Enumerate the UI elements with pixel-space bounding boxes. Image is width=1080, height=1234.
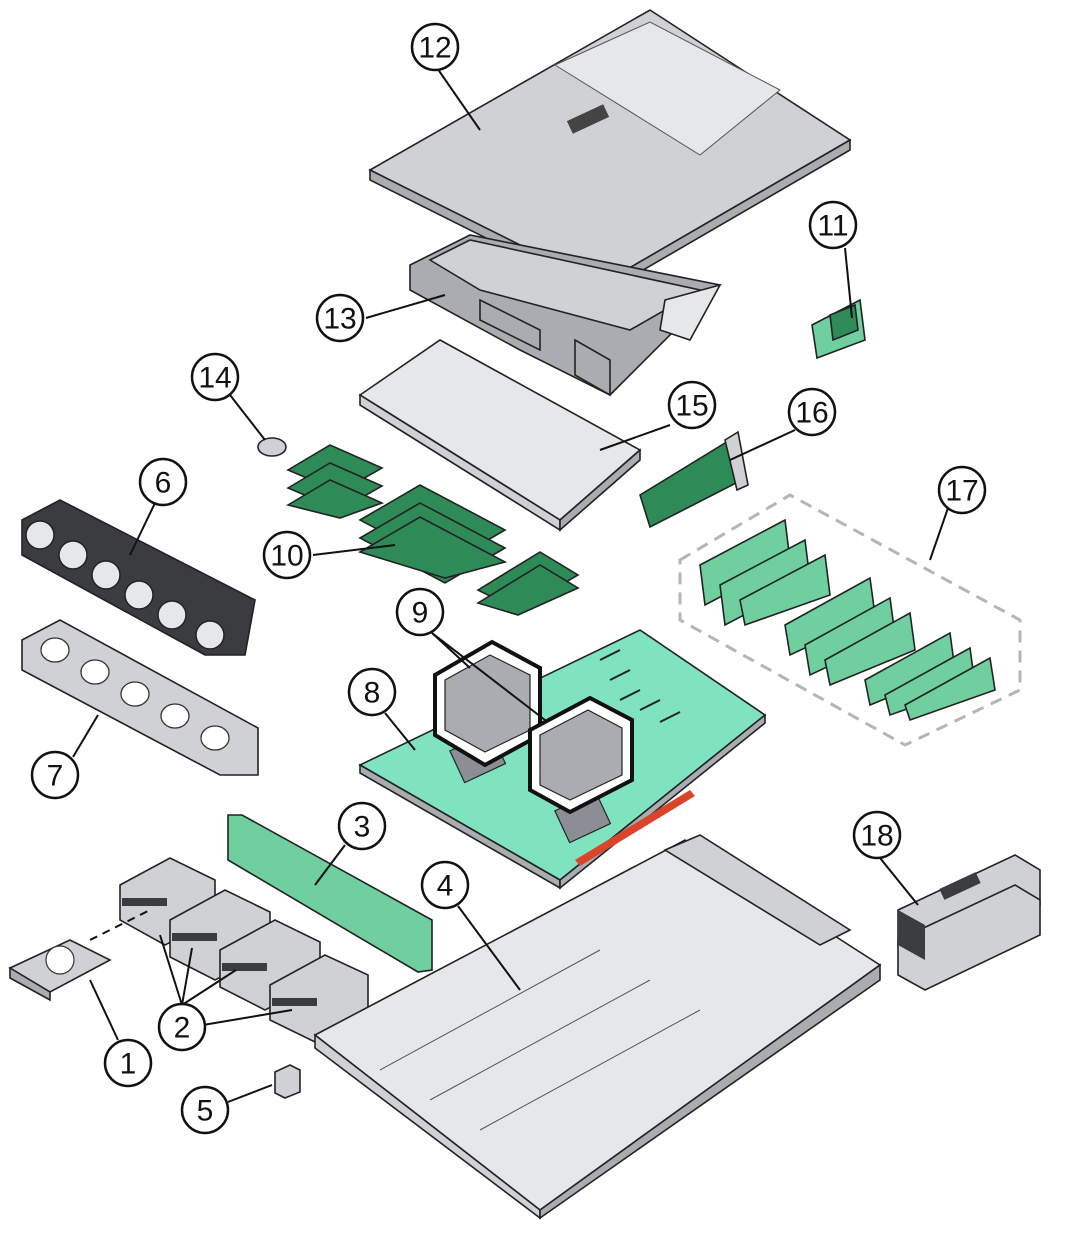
svg-text:7: 7 bbox=[47, 760, 64, 793]
leader-2b bbox=[181, 947, 193, 1006]
svg-text:14: 14 bbox=[198, 362, 231, 395]
leader-11 bbox=[844, 247, 853, 319]
leader-8 bbox=[384, 712, 416, 751]
callout-11: 11 bbox=[808, 200, 858, 250]
svg-text:18: 18 bbox=[860, 820, 893, 853]
svg-text:12: 12 bbox=[418, 32, 451, 65]
svg-text:17: 17 bbox=[945, 475, 978, 508]
callout-1: 1 bbox=[103, 1038, 153, 1088]
svg-text:3: 3 bbox=[354, 811, 371, 844]
leader-3 bbox=[314, 844, 346, 886]
top-cover bbox=[368, 9, 852, 297]
leader-lines bbox=[72, 64, 949, 1103]
drive-backplane bbox=[227, 814, 433, 973]
leader-17 bbox=[929, 507, 949, 561]
callout-8: 8 bbox=[347, 667, 397, 717]
callout-3: 3 bbox=[337, 801, 387, 851]
pcie-cards bbox=[678, 493, 1022, 747]
front-indicator-module bbox=[274, 1064, 301, 1099]
callout-10: 10 bbox=[262, 530, 312, 580]
dimms bbox=[285, 444, 580, 616]
leader-15 bbox=[599, 424, 671, 451]
chassis bbox=[313, 834, 882, 1220]
leader-10 bbox=[312, 544, 396, 556]
leader-9b bbox=[431, 632, 546, 721]
callout-12: 12 bbox=[410, 22, 460, 72]
leader-18 bbox=[879, 857, 919, 906]
callout-7: 7 bbox=[30, 750, 80, 800]
leader-14 bbox=[229, 394, 266, 441]
internal-card bbox=[639, 430, 749, 529]
callout-18: 18 bbox=[852, 810, 902, 860]
leader-6 bbox=[129, 502, 156, 556]
callout-13: 13 bbox=[315, 293, 365, 343]
svg-text:2: 2 bbox=[174, 1012, 191, 1045]
leader-1 bbox=[89, 979, 119, 1041]
leader-4 bbox=[457, 905, 521, 991]
drive-cages bbox=[119, 857, 369, 1043]
dimm-bracket bbox=[358, 339, 642, 532]
svg-text:15: 15 bbox=[675, 390, 708, 423]
leader-5 bbox=[227, 1084, 273, 1103]
svg-text:4: 4 bbox=[437, 870, 454, 903]
fan-modules bbox=[21, 499, 256, 656]
leader-2c bbox=[181, 969, 237, 1006]
storage-drive bbox=[8, 909, 151, 1002]
callout-14: 14 bbox=[190, 352, 240, 402]
leader-2a bbox=[159, 934, 183, 1006]
svg-text:9: 9 bbox=[412, 597, 429, 630]
callout-9: 9 bbox=[395, 587, 445, 637]
svg-text:5: 5 bbox=[197, 1095, 214, 1128]
callout-4: 4 bbox=[420, 860, 470, 910]
svg-text:1: 1 bbox=[120, 1048, 137, 1081]
callout-15: 15 bbox=[667, 380, 717, 430]
callout-16: 16 bbox=[787, 387, 837, 437]
leader-7 bbox=[72, 714, 99, 758]
callout-6: 6 bbox=[138, 457, 188, 507]
small-board-module bbox=[811, 298, 866, 360]
leader-12 bbox=[434, 64, 481, 131]
processor-heatsinks bbox=[433, 639, 634, 815]
svg-text:8: 8 bbox=[364, 677, 381, 710]
battery bbox=[257, 437, 287, 457]
svg-text:16: 16 bbox=[795, 397, 828, 430]
fan-tray bbox=[21, 619, 259, 776]
power-supplies bbox=[897, 854, 1041, 991]
leader-13 bbox=[365, 294, 446, 319]
svg-text:13: 13 bbox=[323, 303, 356, 336]
callout-2: 2 bbox=[157, 1002, 207, 1052]
leader-16 bbox=[729, 429, 796, 461]
svg-text:11: 11 bbox=[817, 210, 848, 243]
callout-5: 5 bbox=[180, 1085, 230, 1135]
svg-text:10: 10 bbox=[270, 540, 303, 573]
air-baffle bbox=[409, 234, 722, 397]
leader-2d bbox=[202, 1009, 293, 1026]
callout-17: 17 bbox=[937, 465, 987, 515]
svg-text:6: 6 bbox=[155, 467, 172, 500]
